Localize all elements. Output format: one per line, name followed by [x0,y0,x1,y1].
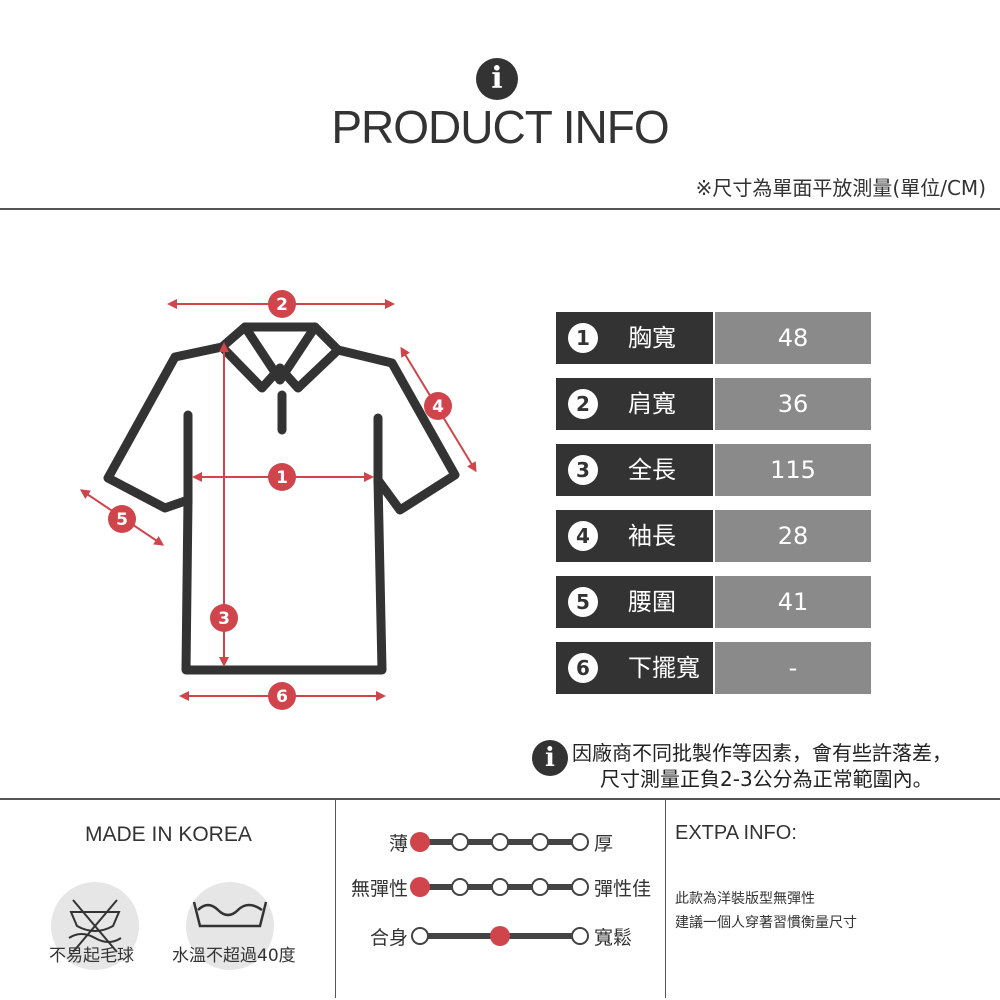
size-label: 腰圍 [628,588,676,616]
disclaimer-info-icon: i [532,740,568,776]
wash-temperature-icon [186,882,274,970]
disclaimer-line-1: 因廠商不同批製作等因素，會有些許落差， [572,741,952,765]
scale-dot [451,833,469,851]
scale-dot [531,833,549,851]
marker-3: 3 [210,604,238,632]
size-label-cell: 2 肩寬 [556,378,713,430]
svg-text:6: 6 [276,687,288,707]
no-pilling-icon [51,882,139,970]
panel-divider-1 [335,800,336,998]
svg-text:1: 1 [276,468,288,488]
scale-right-label: 彈性佳 [594,878,652,900]
header-divider [0,208,1000,210]
size-value: 115 [715,444,871,496]
extra-info-title: EXTPA INFO: [675,822,797,844]
svg-text:3: 3 [218,609,230,629]
size-label-cell: 5 腰圍 [556,576,713,628]
scale-left-label: 無彈性 [350,878,408,900]
size-label-cell: 6 下擺寬 [556,642,713,694]
marker-2: 2 [268,290,296,318]
size-number: 5 [568,587,598,617]
scale-dot [571,878,589,896]
scale-right-label: 寬鬆 [594,927,633,949]
marker-6: 6 [268,682,296,710]
scale-selected-dot [490,926,510,946]
scale-left-label: 薄 [388,833,408,855]
size-value: 41 [715,576,871,628]
extra-info-line-1: 此款為洋裝版型無彈性 [675,891,815,907]
marker-1: 1 [268,463,296,491]
size-value: 28 [715,510,871,562]
panel-divider-2 [665,800,666,998]
size-value: 36 [715,378,871,430]
scale-dot [491,878,509,896]
size-row: 2 肩寬 36 [556,378,871,430]
marker-5: 5 [108,505,136,533]
size-label-cell: 4 袖長 [556,510,713,562]
size-value: 48 [715,312,871,364]
scale-dot [571,927,589,945]
care-label-pilling: 不易起毛球 [49,946,134,966]
size-label: 袖長 [628,522,676,550]
size-number: 2 [568,389,598,419]
marker-4: 4 [424,392,452,420]
size-number: 4 [568,521,598,551]
svg-text:4: 4 [432,397,444,417]
size-label: 肩寬 [628,390,676,418]
svg-text:2: 2 [276,295,288,315]
size-label: 全長 [628,456,676,484]
scale-dot [491,833,509,851]
size-row: 3 全長 115 [556,444,871,496]
extra-info-line-2: 建議一個人穿著習慣衡量尺寸 [675,915,857,931]
info-icon: i [476,58,518,100]
size-row: 5 腰圍 41 [556,576,871,628]
scale-dot [571,833,589,851]
shirt-outline [103,322,460,675]
size-number: 6 [568,653,598,683]
scale-right-label: 厚 [594,833,614,855]
svg-text:5: 5 [116,510,128,530]
page-title: PRODUCT INFO [331,101,669,153]
made-in-label: MADE IN KOREA [85,823,252,846]
care-label-wash: 水溫不超過40度 [172,946,296,966]
size-label: 下擺寬 [628,654,700,682]
size-value: - [715,642,871,694]
size-label-cell: 1 胸寬 [556,312,713,364]
size-row: 1 胸寬 48 [556,312,871,364]
scale-dot [411,927,429,945]
size-label: 胸寬 [628,324,676,352]
size-label-cell: 3 全長 [556,444,713,496]
garment-diagram: 2 4 1 5 3 6 [79,290,477,710]
disclaimer-line-2: 尺寸測量正負2-3公分為正常範圍內。 [600,767,933,791]
scale-left-label: 合身 [369,927,408,949]
size-number: 1 [568,323,598,353]
scale-dot [531,878,549,896]
measurement-note: ※尺寸為單面平放測量(單位/CM) [695,176,986,200]
bottom-divider [0,798,1000,800]
size-row: 4 袖長 28 [556,510,871,562]
size-number: 3 [568,455,598,485]
size-row: 6 下擺寬- [556,642,871,694]
scale-selected-dot [410,877,430,897]
scale-selected-dot [410,832,430,852]
scale-dot [451,878,469,896]
